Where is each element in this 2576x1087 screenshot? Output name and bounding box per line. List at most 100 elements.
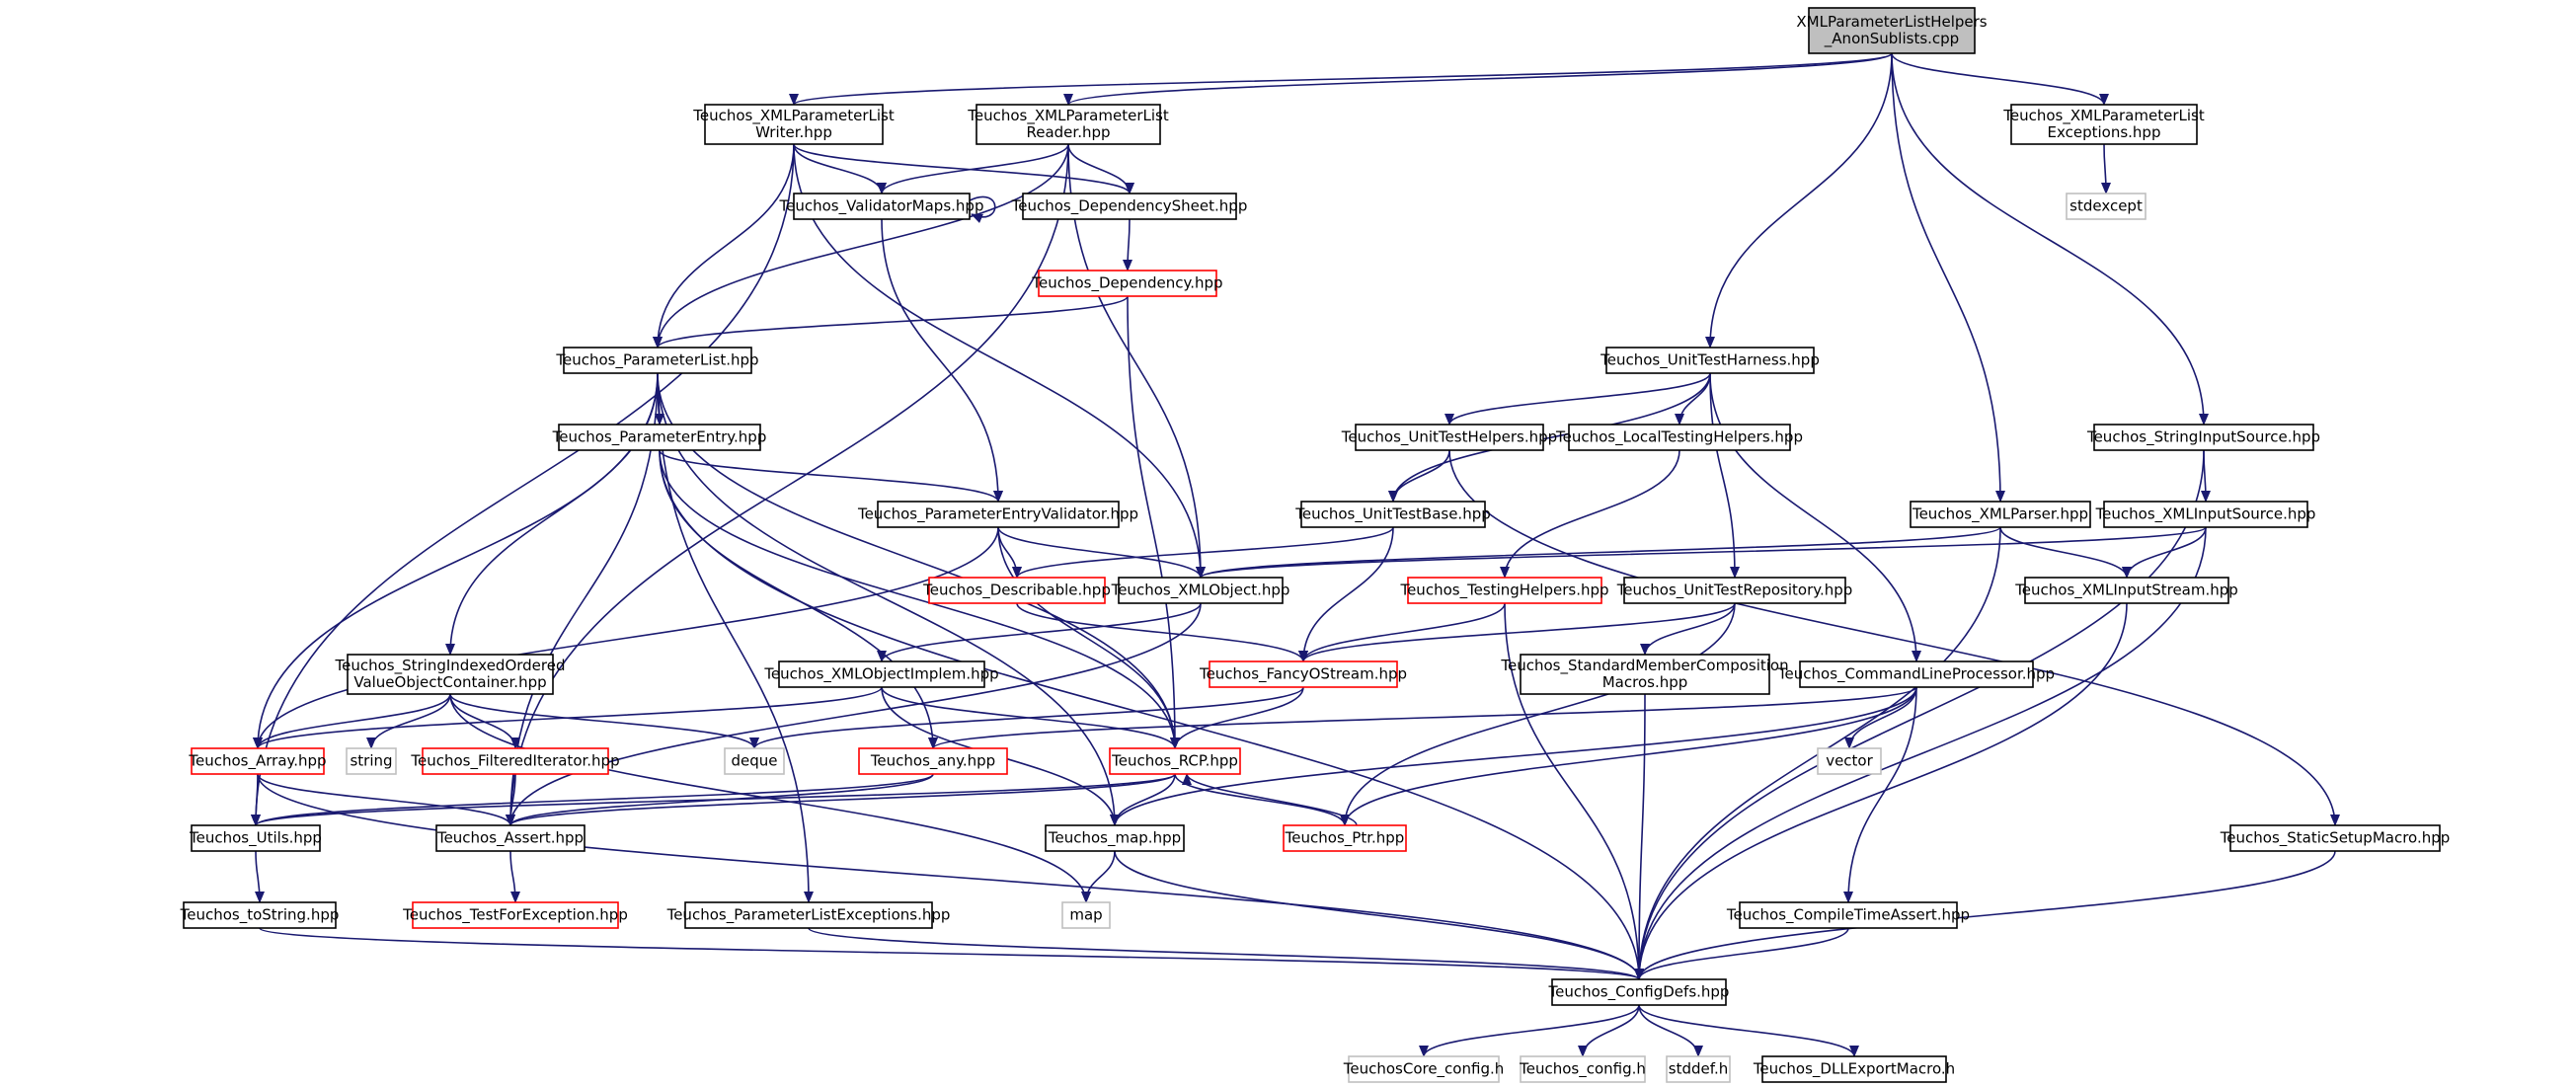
edge-array-to-utils [251,773,262,826]
node-stdexcept: stdexcept [2066,193,2147,220]
edge-unittestharness-to-unittestbase [1388,372,1711,503]
edge-pevalidator-to-array [253,526,999,749]
node-stringinputsource-label-0: Teuchos_StringInputSource.hpp [2086,428,2320,447]
edge-unittestharness-to-unittesthelpers [1444,372,1711,426]
node-describable[interactable]: Teuchos_Describable.hpp [922,577,1111,604]
node-maphpp[interactable]: Teuchos_map.hpp [1045,824,1185,852]
edge-strindexed-to-string [366,693,451,749]
node-tostring[interactable]: Teuchos_toString.hpp [180,901,340,929]
node-plexceptions[interactable]: Teuchos_ParameterListExceptions.hpp [666,901,951,929]
node-root[interactable]: XMLParameterListHelpers_AnonSublists.cpp [1796,7,1988,54]
node-root-label-1: _AnonSublists.cpp [1824,30,1959,48]
node-stdmember[interactable]: Teuchos_StandardMemberCompositionMacros.… [1500,654,1789,695]
node-config-box [1520,1055,1646,1083]
node-xmlinputstream[interactable]: Teuchos_XMLInputStream.hpp [2014,577,2238,604]
edge-configdefs-to-dllexport [1638,1004,1859,1057]
node-staticsetup[interactable]: Teuchos_StaticSetupMacro.hpp [2220,824,2451,852]
edge-rcp-to-utils [251,773,1176,826]
node-rcp[interactable]: Teuchos_RCP.hpp [1109,747,1241,775]
node-strindexed-label-0: Teuchos_StringIndexedOrdered [335,657,566,675]
node-stringinputsource[interactable]: Teuchos_StringInputSource.hpp [2086,424,2320,451]
edge-assert-to-testforexc [509,850,520,903]
node-exceptions-label-1: Exceptions.hpp [2048,123,2161,141]
edge-cmdline-to-any [928,686,1917,749]
node-validatormaps-box [793,193,971,220]
node-ptr[interactable]: Teuchos_Ptr.hpp [1283,824,1407,852]
node-config: Teuchos_config.h [1519,1055,1646,1083]
node-exceptions-label-0: Teuchos_XMLParameterList [2002,107,2205,125]
node-configdefs[interactable]: Teuchos_ConfigDefs.hpp [1548,978,1730,1006]
node-array[interactable]: Teuchos_Array.hpp [188,747,327,775]
edge-writer-to-depsheet [793,143,1134,194]
node-dllexport-box [1761,1055,1947,1083]
edge-unittestrepo-to-fancyostream [1298,602,1736,662]
edge-reader-to-depsheet [1067,143,1134,194]
node-testinghelpers[interactable]: Teuchos_TestingHelpers.hpp [1399,577,1609,604]
node-pevalidator[interactable]: Teuchos_ParameterEntryValidator.hpp [857,501,1138,528]
node-unittestbase-box [1300,501,1486,528]
edge-reader-to-paramlist [653,143,1069,349]
node-validatormaps[interactable]: Teuchos_ValidatorMaps.hpp [779,193,984,220]
node-map: map [1061,901,1111,929]
node-tostring-label-0: Teuchos_toString.hpp [180,906,340,925]
node-dependency[interactable]: Teuchos_Dependency.hpp [1031,270,1223,297]
node-string: string [346,747,397,775]
edge-dependency-to-rcp [1127,295,1180,749]
node-paramlist[interactable]: Teuchos_ParameterList.hpp [555,347,759,374]
node-fancyostream-label-0: Teuchos_FancyOStream.hpp [1199,665,1407,684]
node-maphpp-box [1045,824,1185,852]
node-unittesthelpers[interactable]: Teuchos_UnitTestHelpers.hpp [1341,424,1557,451]
node-string-box [346,747,397,775]
node-localtesting[interactable]: Teuchos_LocalTestingHelpers.hpp [1555,424,1803,451]
node-any-label-0: Teuchos_any.hpp [870,752,995,771]
node-tostring-box [183,901,337,929]
node-testforexc[interactable]: Teuchos_TestForException.hpp [402,901,628,929]
node-compiletime-label-0: Teuchos_CompileTimeAssert.hpp [1726,906,1970,925]
node-validatormaps-label-0: Teuchos_ValidatorMaps.hpp [779,197,984,216]
node-any[interactable]: Teuchos_any.hpp [858,747,1008,775]
node-configdefs-label-0: Teuchos_ConfigDefs.hpp [1548,983,1730,1002]
node-unittestrepo[interactable]: Teuchos_UnitTestRepository.hpp [1616,577,1853,604]
node-xmlinputsource-box [2103,501,2308,528]
node-fancyostream-box [1209,660,1398,688]
node-map-box [1061,901,1111,929]
edge-root-to-exceptions [1891,52,2109,106]
node-stdmember-label-0: Teuchos_StandardMemberComposition [1500,657,1788,675]
node-compiletime[interactable]: Teuchos_CompileTimeAssert.hpp [1726,901,1970,929]
edge-maphpp-to-map [1081,850,1116,903]
node-unittestharness[interactable]: Teuchos_UnitTestHarness.hpp [1600,347,1820,374]
node-filtered-box [422,747,609,775]
node-coreconfig-box [1348,1055,1500,1083]
node-xmlinputsource[interactable]: Teuchos_XMLInputSource.hpp [2095,501,2316,528]
node-unittestbase[interactable]: Teuchos_UnitTestBase.hpp [1294,501,1491,528]
node-describable-box [928,577,1106,604]
node-assert[interactable]: Teuchos_Assert.hpp [435,824,585,852]
edge-array-to-configdefs [257,773,1644,980]
node-xmlparser[interactable]: Teuchos_XMLParser.hpp [1910,501,2091,528]
edge-cmdline-to-maphpp [1110,686,1917,826]
node-xmlobjectimplem[interactable]: Teuchos_XMLObjectImplem.hpp [763,660,999,688]
node-reader-box [976,104,1161,145]
node-utils[interactable]: Teuchos_Utils.hpp [189,824,322,852]
node-depsheet[interactable]: Teuchos_DependencySheet.hpp [1011,193,1248,220]
node-cmdline[interactable]: Teuchos_CommandLineProcessor.hpp [1777,660,2055,688]
node-strindexed-box [347,654,554,695]
node-exceptions-box [2010,104,2198,145]
node-deque-box [724,747,785,775]
node-fancyostream[interactable]: Teuchos_FancyOStream.hpp [1199,660,1407,688]
edge-configdefs-to-stddef [1638,1004,1703,1057]
edge-writer-to-xmlobject [793,143,1206,579]
node-array-label-0: Teuchos_Array.hpp [188,752,326,771]
edge-strindexed-to-filtered [449,693,520,749]
node-filtered[interactable]: Teuchos_FilteredIterator.hpp [410,747,620,775]
edge-array-to-assert [257,773,515,826]
node-dllexport[interactable]: Teuchos_DLLExportMacro.h [1753,1055,1955,1083]
node-strindexed[interactable]: Teuchos_StringIndexedOrderedValueObjectC… [335,654,566,695]
node-stddef: stddef.h [1666,1055,1731,1083]
node-map-label-0: map [1069,906,1102,924]
node-xmlobject[interactable]: Teuchos_XMLObject.hpp [1111,577,1290,604]
node-paramentry[interactable]: Teuchos_ParameterEntry.hpp [552,424,767,451]
